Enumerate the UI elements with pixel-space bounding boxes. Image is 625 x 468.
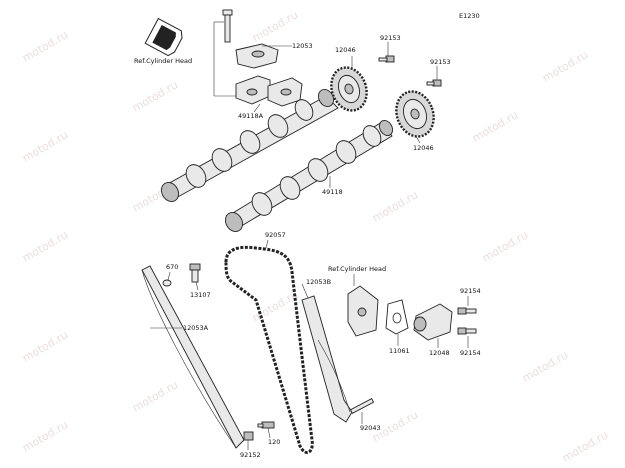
- bolt-icon: [189, 263, 201, 283]
- bolt-icon: [257, 421, 275, 429]
- bolt-icon: [457, 307, 477, 315]
- label-12053[interactable]: 12053: [292, 42, 313, 50]
- chain-guide-icon: [301, 295, 353, 423]
- cam-chain-icon: [224, 245, 314, 454]
- tensioner-body-icon: [413, 303, 453, 341]
- label-11061[interactable]: 11061: [389, 347, 410, 355]
- bolt-icon: [457, 327, 477, 335]
- label-120[interactable]: 120: [268, 438, 281, 446]
- label-12048[interactable]: 12048: [429, 349, 450, 357]
- label-92152[interactable]: 92152: [240, 451, 261, 459]
- cam-cap-icon: [235, 43, 279, 69]
- label-49118a[interactable]: 49118A: [238, 112, 264, 120]
- gasket-icon: [385, 299, 409, 335]
- camshaft-icon: [161, 89, 339, 202]
- label-13107[interactable]: 13107: [190, 291, 211, 299]
- label-92043[interactable]: 92043: [360, 424, 381, 432]
- tensioner-icon: [347, 285, 379, 337]
- label-92153-right[interactable]: 92153: [430, 58, 451, 66]
- label-49118[interactable]: 49118: [322, 188, 343, 196]
- leader-lines: [150, 21, 469, 450]
- label-92154-top[interactable]: 92154: [460, 287, 481, 295]
- ref-cylinder-head-top[interactable]: Ref.Cylinder Head: [134, 57, 193, 65]
- label-12053a[interactable]: 12053A: [183, 324, 209, 332]
- label-670[interactable]: 670: [166, 263, 179, 271]
- diagram-code: E1230: [459, 12, 480, 20]
- label-92057[interactable]: 92057: [265, 231, 286, 239]
- label-12046-right[interactable]: 12046: [413, 144, 434, 152]
- bolt-icon: [426, 79, 442, 87]
- cam-sprocket-icon: [395, 90, 435, 138]
- front-arrow-icon: [144, 17, 183, 57]
- bolt-icon: [222, 9, 233, 43]
- ref-cylinder-head-bottom[interactable]: Ref.Cylinder Head: [328, 265, 387, 273]
- label-12053b[interactable]: 12053B: [306, 278, 332, 286]
- bolt-icon: [378, 55, 395, 63]
- camshaft-icon: [225, 120, 394, 232]
- label-92154-bottom[interactable]: 92154: [460, 349, 481, 357]
- label-92153-top[interactable]: 92153: [380, 34, 401, 42]
- cam-sprocket-icon: [330, 66, 368, 112]
- label-12046-top[interactable]: 12046: [335, 46, 356, 54]
- bearing-cap-icon: [235, 75, 303, 107]
- pin-icon: [349, 397, 375, 415]
- washer-icon: [162, 279, 172, 287]
- bolt-icon: [243, 431, 254, 441]
